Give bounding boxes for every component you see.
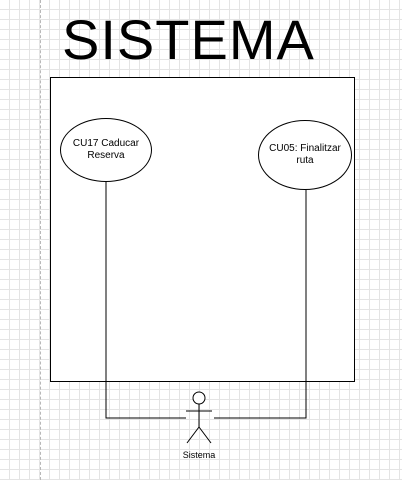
use-case-cu17[interactable]: CU17 Caducar Reserva	[60, 118, 152, 182]
use-case-cu05-label: CU05: Finalitzar ruta	[269, 143, 341, 166]
actor-label: Sistema	[182, 450, 216, 460]
association-cu05-sistema[interactable]	[214, 190, 307, 419]
actor-stick-figure-icon[interactable]	[186, 391, 212, 444]
page-guide-line	[40, 0, 41, 480]
use-case-cu17-label: CU17 Caducar Reserva	[72, 138, 140, 161]
diagram-title: SISTEMA	[62, 8, 315, 71]
use-case-cu05[interactable]: CU05: Finalitzar ruta	[258, 120, 352, 190]
association-cu17-sistema[interactable]	[105, 182, 186, 419]
